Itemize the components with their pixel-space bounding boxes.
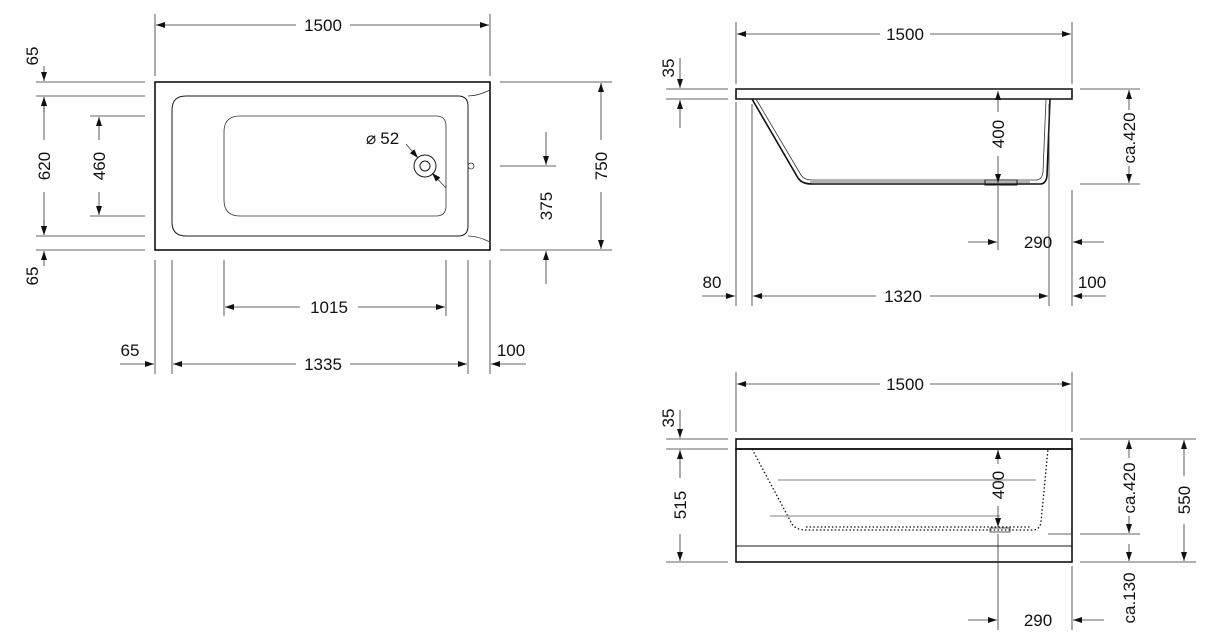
section-rim — [735, 88, 1073, 100]
front-rim — [735, 438, 1073, 450]
tub-inner-basin — [171, 95, 469, 237]
inner-width-dimension: 620 — [35, 152, 54, 180]
section-basin-inner — [755, 98, 1047, 181]
tub-outline — [154, 81, 491, 251]
front-total-height: 550 — [1175, 486, 1194, 514]
front-overall-length: 1500 — [886, 375, 924, 394]
section-drain — [984, 179, 1018, 186]
section-drain-distance: 290 — [1024, 233, 1052, 252]
top-overall-length: 1500 — [304, 16, 342, 35]
top-rim-dimension: 65 — [23, 47, 42, 66]
front-hidden-basin — [751, 448, 1049, 531]
front-inner-depth: 400 — [989, 471, 1008, 499]
inner-length-dimension: 1335 — [304, 355, 342, 374]
section-overall-length: 1500 — [886, 25, 924, 44]
section-outer-depth: ca.420 — [1120, 112, 1139, 163]
front-view: 1500 35 515 400 ca.420 — [659, 372, 1196, 630]
bottom-rim-dimension: 65 — [23, 267, 42, 286]
drain-offset-dimension: 375 — [537, 192, 556, 220]
section-view: 1500 35 400 ca.420 290 8 — [659, 22, 1140, 306]
overall-width-dimension: 750 — [592, 152, 611, 180]
section-rim-thickness: 35 — [659, 59, 678, 78]
front-outer-depth: ca.420 — [1120, 462, 1139, 513]
section-inner-depth: 400 — [989, 120, 1008, 148]
front-rim-thickness: 35 — [659, 409, 678, 428]
front-panel-height: 515 — [671, 491, 690, 519]
section-left-rim: 80 — [703, 273, 722, 292]
front-panel — [735, 448, 1073, 563]
top-view: ⌀52 1500 65 620 460 65 — [23, 14, 612, 374]
drain-diameter-label: ⌀52 — [366, 129, 399, 148]
floor-width-dimension: 460 — [90, 152, 109, 180]
tub-overflow-slope — [467, 89, 491, 243]
front-drain — [989, 527, 1011, 533]
floor-length-dimension: 1015 — [310, 298, 348, 317]
front-drain-distance: 290 — [1024, 611, 1052, 630]
section-inner-length: 1320 — [884, 287, 922, 306]
left-rim-dimension: 65 — [121, 341, 140, 360]
overflow-symbol — [467, 162, 475, 170]
right-rim-dimension: 100 — [497, 341, 525, 360]
section-right-rim: 100 — [1078, 273, 1106, 292]
front-plinth-height: ca.130 — [1120, 572, 1139, 623]
drain-symbol — [405, 143, 447, 189]
tub-floor — [223, 115, 447, 217]
section-basin-outer — [751, 98, 1051, 185]
